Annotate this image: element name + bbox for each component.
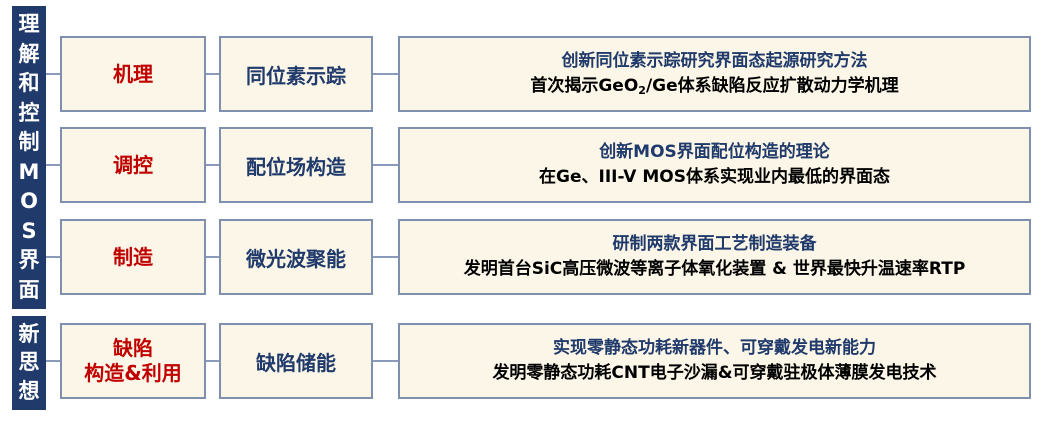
sidebar-label-understanding-control: 理 解 和 控 制 M O S 界 面: [12, 6, 46, 309]
description-line-2: 首次揭示GeO2/Ge体系缺陷反应扩散动力学机理: [530, 76, 899, 97]
row-defect-engineering: 缺陷 构造&利用 缺陷储能 实现零静态功耗新器件、可穿戴发电新能力 发明零静态功…: [46, 323, 1031, 399]
connector-line: [206, 360, 219, 362]
method-box: 缺陷储能: [219, 323, 373, 399]
category-label: 调控: [113, 152, 153, 177]
sidebar-char: 新: [18, 321, 40, 346]
description-box: 研制两款界面工艺制造装备 发明首台SiC高压微波等离子体氧化装置 & 世界最快升…: [398, 219, 1031, 295]
description-line-1: 研制两款界面工艺制造装备: [612, 233, 817, 254]
description-line-1: 实现零静态功耗新器件、可穿戴发电新能力: [553, 337, 876, 358]
description-line-1: 创新MOS界面配位构造的理论: [599, 141, 830, 162]
connector-line: [46, 73, 60, 75]
description-box: 创新MOS界面配位构造的理论 在Ge、III-V MOS体系实现业内最低的界面态: [398, 127, 1031, 203]
description-line-2: 在Ge、III-V MOS体系实现业内最低的界面态: [539, 167, 890, 187]
sidebar-char: 思: [18, 350, 40, 375]
category-label: 制造: [113, 244, 153, 269]
connector-line: [46, 360, 60, 362]
sidebar-char: 解: [18, 41, 40, 66]
sidebar-label-new-thinking: 新 思 想: [12, 316, 46, 410]
connector-line: [46, 256, 60, 258]
category-label-line-2: 构造&利用: [84, 361, 182, 385]
connector-line: [373, 73, 398, 75]
description-line-2: 发明零静态功耗CNT电子沙漏&可穿戴驻极体薄膜发电技术: [492, 363, 937, 383]
method-box: 微光波聚能: [219, 219, 373, 295]
connector-line: [373, 256, 398, 258]
sidebar-char: 控: [18, 100, 40, 125]
category-label-line-1: 缺陷: [113, 336, 153, 360]
sidebar-char: 制: [18, 130, 40, 155]
category-box: 调控: [60, 127, 206, 203]
description-line-1: 创新同位素示踪研究界面态起源研究方法: [561, 50, 868, 71]
sidebar-char: M: [18, 159, 40, 184]
connector-line: [373, 360, 398, 362]
sidebar-char: 界: [18, 248, 40, 273]
sidebar-char: O: [20, 189, 38, 214]
connector-line: [206, 164, 219, 166]
category-label: 机理: [113, 61, 153, 86]
connector-line: [46, 164, 60, 166]
row-manufacturing: 制造 微光波聚能 研制两款界面工艺制造装备 发明首台SiC高压微波等离子体氧化装…: [46, 219, 1031, 295]
description-box: 实现零静态功耗新器件、可穿戴发电新能力 发明零静态功耗CNT电子沙漏&可穿戴驻极…: [398, 323, 1031, 399]
method-label: 缺陷储能: [256, 350, 336, 375]
sidebar-char: 理: [18, 12, 40, 37]
connector-line: [206, 256, 219, 258]
category-box: 缺陷 构造&利用: [60, 323, 206, 399]
connector-line: [373, 164, 398, 166]
row-control: 调控 配位场构造 创新MOS界面配位构造的理论 在Ge、III-V MOS体系实…: [46, 127, 1031, 203]
sidebar-char: 和: [18, 71, 40, 96]
category-box: 机理: [60, 36, 206, 112]
sidebar-char: 面: [18, 277, 40, 302]
description-box: 创新同位素示踪研究界面态起源研究方法 首次揭示GeO2/Ge体系缺陷反应扩散动力…: [398, 36, 1031, 112]
category-box: 制造: [60, 219, 206, 295]
method-box: 同位素示踪: [219, 36, 373, 112]
method-box: 配位场构造: [219, 127, 373, 203]
method-label: 微光波聚能: [246, 246, 346, 271]
sidebar-char: 想: [18, 379, 40, 404]
connector-line: [206, 73, 219, 75]
row-mechanism: 机理 同位素示踪 创新同位素示踪研究界面态起源研究方法 首次揭示GeO2/Ge体…: [46, 36, 1031, 112]
method-label: 同位素示踪: [246, 63, 346, 88]
description-line-2: 发明首台SiC高压微波等离子体氧化装置 & 世界最快升温速率RTP: [463, 259, 966, 279]
method-label: 配位场构造: [246, 154, 346, 179]
sidebar-char: S: [21, 218, 37, 243]
